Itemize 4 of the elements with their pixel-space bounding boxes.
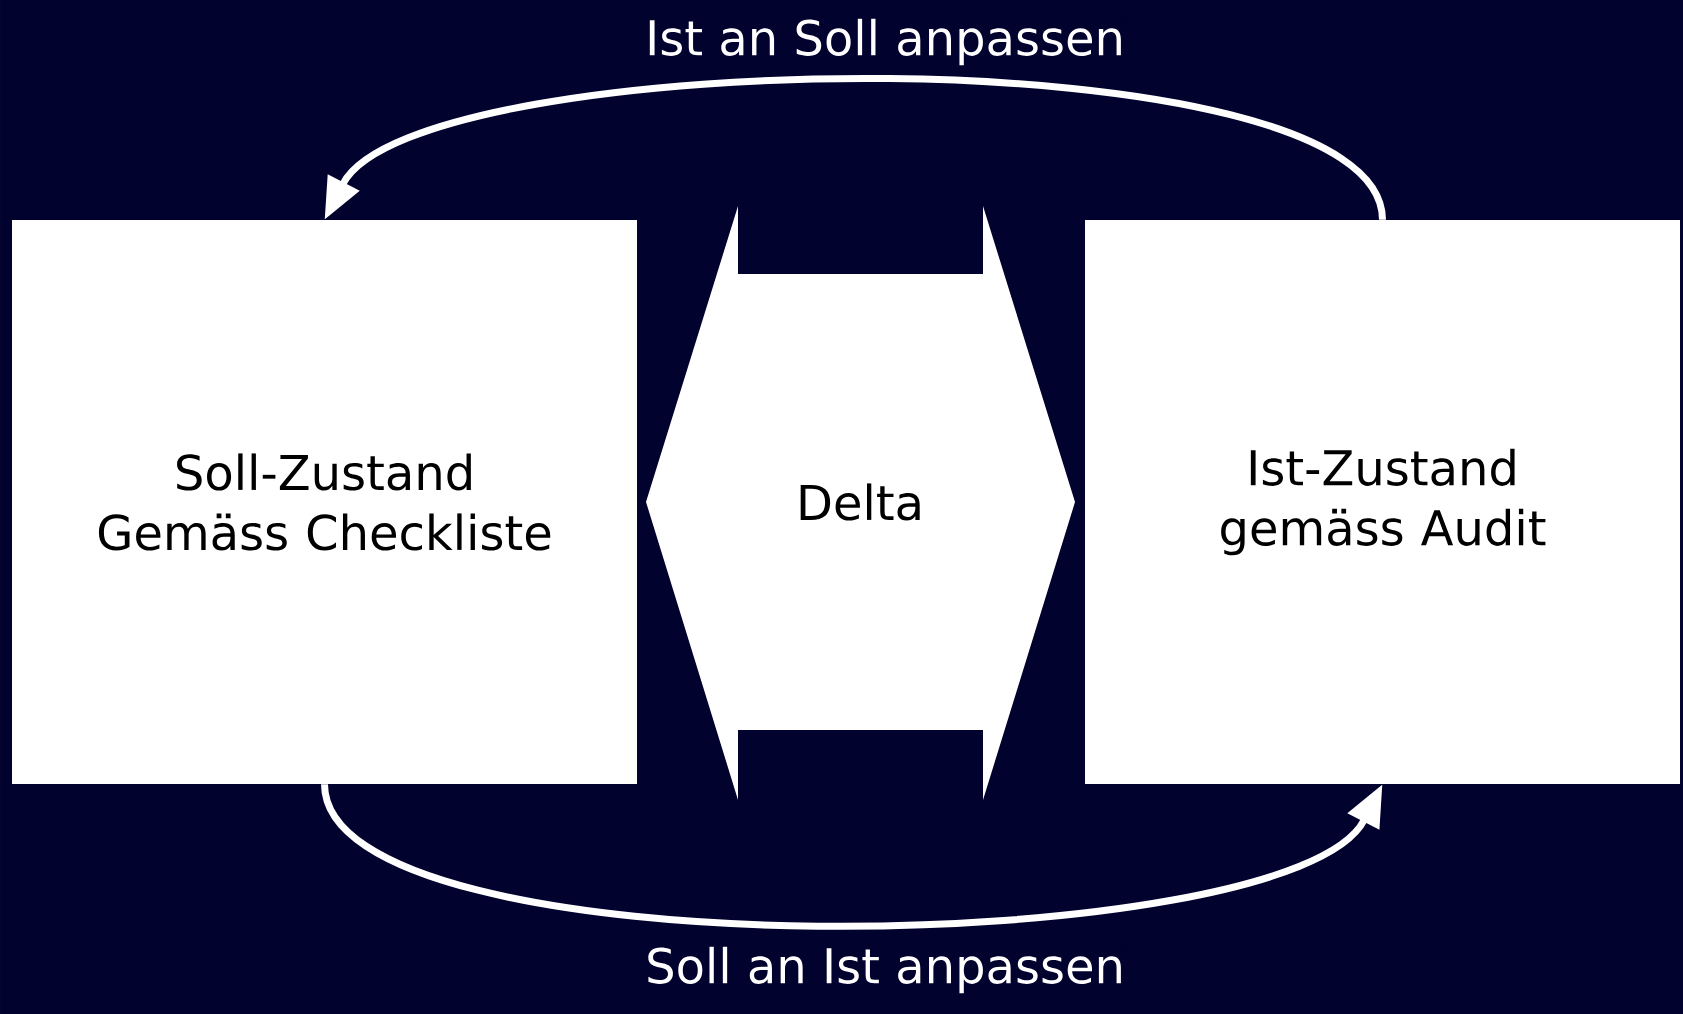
edge-label: Soll an Ist anpassen	[648, 946, 1121, 994]
edge-label: Ist an Soll anpassen	[649, 18, 1121, 66]
state-box: Soll-Zustand Gemäss Checkliste	[12, 220, 637, 784]
state-box: Ist-Zustand gemäss Audit	[1085, 220, 1680, 784]
